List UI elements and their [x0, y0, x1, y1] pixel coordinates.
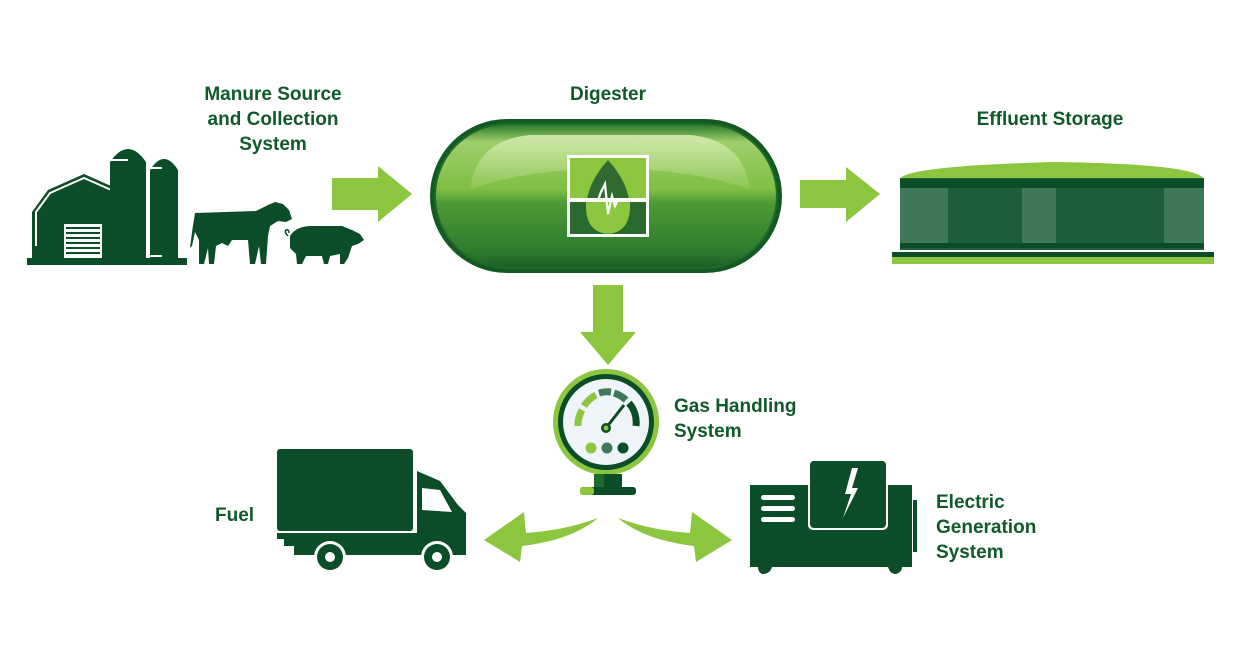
truck-icon [277, 449, 466, 573]
label-effluent-storage: Effluent Storage [950, 107, 1150, 132]
arrow-gas-to-electric [618, 512, 732, 562]
pressure-gauge-icon [553, 369, 659, 495]
label-fuel: Fuel [215, 503, 254, 528]
pig-icon [290, 226, 364, 264]
label-gas-handling: Gas Handling System [674, 394, 796, 444]
generator-icon [750, 459, 917, 574]
label-line: and Collection [207, 109, 339, 130]
arrow-digester-to-gas [580, 285, 636, 365]
lightning-bolt-icon [843, 468, 858, 518]
label-line: System [674, 421, 742, 442]
label-digester: Digester [530, 82, 686, 107]
label-line: System [239, 134, 307, 155]
label-line: Manure Source [204, 84, 342, 105]
label-line: Electric [936, 492, 1005, 513]
label-line: Effluent Storage [976, 109, 1124, 130]
storage-tank-icon [892, 162, 1214, 264]
arrow-manure-to-digester [332, 166, 412, 222]
label-line: Gas Handling [674, 396, 797, 417]
label-line: System [936, 542, 1004, 563]
label-electric-generation: Electric Generation System [936, 490, 1036, 565]
biogas-leaf-pulse-icon [567, 155, 649, 237]
arrow-gas-to-fuel [484, 512, 598, 562]
label-manure-source: Manure Source and Collection System [178, 82, 368, 157]
cow-icon [190, 202, 292, 264]
arrow-digester-to-effluent [800, 167, 880, 222]
label-line: Generation [936, 517, 1037, 538]
label-line: Digester [569, 84, 647, 105]
silo-icon [110, 149, 178, 258]
label-line: Fuel [215, 505, 255, 526]
